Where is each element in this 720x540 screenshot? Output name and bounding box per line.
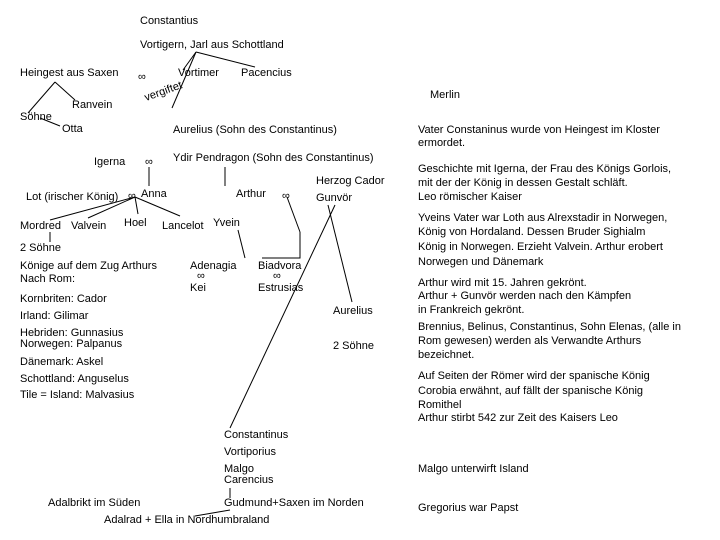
list-item: Norwegen: Palpanus [20, 338, 123, 350]
note-line: Arthur wird mit 15. Jahren gekrönt. [418, 277, 587, 289]
note-6: Malgo unterwirft Island [418, 463, 529, 475]
line-gunvor-aurelius [327, 204, 353, 303]
name-hoel: Hoel [124, 217, 147, 229]
list-item: Hebriden: Gunnasius [20, 327, 124, 339]
name-ranvein: Ranvein [72, 99, 113, 111]
list-item: Carencius [224, 474, 274, 486]
name-heingest: Heingest aus Saxen [20, 67, 119, 79]
note-line: Rom gewesen) werden als Verwandte Arthur… [418, 335, 642, 347]
label-gudmund: Gudmund+Saxen im Norden [224, 497, 364, 509]
note-line: Vater Constaninus wurde von Heingest im … [418, 124, 660, 136]
label-koenige-zug: Könige auf dem Zug Arthurs [20, 260, 157, 272]
name-ydir-pendragon: Ydir Pendragon (Sohn des Constantinus) [173, 152, 374, 164]
line-gudmund-adalrad [194, 509, 231, 517]
marriage-symbol-lot: ∞ [128, 190, 136, 202]
name-aurelius-2: Aurelius [333, 305, 373, 317]
note-line: Yveins Vater war Loth aus Alrexstadir in… [418, 212, 668, 224]
label-soehne: Söhne [20, 111, 52, 123]
line-anna-lancelot [134, 196, 181, 217]
line-vortigern-pacencius [195, 51, 256, 68]
name-vortimer: Vortimer [178, 67, 219, 79]
label-adalrad: Adalrad + Ella in Nordhumbraland [104, 514, 270, 526]
line-heingest-ranvein [54, 81, 76, 101]
note-line: bezeichnet. [418, 349, 475, 361]
note-line: Arthur stirbt 542 zur Zeit des Kaisers L… [418, 412, 618, 424]
label-zwei-soehne: 2 Söhne [20, 242, 61, 254]
marriage-symbol-igerna: ∞ [145, 156, 153, 168]
name-anna: Anna [141, 188, 167, 200]
label-adalbrikt: Adalbrikt im Süden [48, 497, 141, 509]
list-item: Dänemark: Askel [20, 356, 104, 368]
note-line: Brennius, Belinus, Constantinus, Sohn El… [418, 321, 681, 333]
line-vortigern-ranvein [171, 51, 197, 109]
line-arthur-biadvora [262, 232, 301, 259]
name-otta: Otta [62, 123, 83, 135]
note-line: Leo römischer Kaiser [418, 191, 522, 203]
line-anna-mordred [49, 196, 136, 221]
name-pacencius: Pacencius [241, 67, 292, 79]
name-biadvora: Biadvora [258, 260, 302, 272]
line-heingest-soehne [27, 81, 56, 114]
name-constantius: Constantius [140, 15, 199, 27]
name-igerna: Igerna [94, 156, 126, 168]
name-lancelot: Lancelot [162, 220, 204, 232]
marriage-symbol-biadvora: ∞ [273, 270, 281, 282]
name-estrusias: Estrusias [258, 282, 304, 294]
list-item: Tile = Island: Malvasius [20, 389, 135, 401]
marriage-symbol-adenagia: ∞ [197, 270, 205, 282]
note-merlin: Merlin [430, 89, 460, 101]
line-arthur-descent [286, 196, 301, 233]
note-line: Corobia erwähnt, auf fällt der spanische… [418, 385, 644, 397]
line-yvein-adenagia [237, 229, 246, 259]
marriage-symbol-arthur: ∞ [282, 190, 290, 202]
line-vortigern-heingest-marriage [182, 51, 197, 71]
name-mordred: Mordred [20, 220, 61, 232]
list-item: Vortiporius [224, 446, 276, 458]
note-line: König in Norwegen. Erzieht Valvein. Arth… [418, 241, 663, 253]
name-kei: Kei [190, 282, 206, 294]
name-vortigern: Vortigern, Jarl aus Schottland [140, 39, 284, 51]
note-line: Romithel [418, 399, 462, 411]
name-yvein: Yvein [213, 217, 240, 229]
name-gunvor: Gunvör [316, 192, 353, 204]
list-item: Schottland: Anguselus [20, 373, 129, 385]
note-line: in Frankreich gekrönt. [418, 304, 525, 316]
line-soehne-otta [39, 117, 61, 127]
note-7: Gregorius war Papst [418, 502, 519, 514]
name-adenagia: Adenagia [190, 260, 237, 272]
note-line: Auf Seiten der Römer wird der spanische … [418, 370, 650, 382]
name-aurelius-son: Aurelius (Sohn des Constantinus) [173, 124, 337, 136]
note-line: König von Hordaland. Dessen Bruder Sighi… [418, 226, 646, 238]
name-herzog-cador: Herzog Cador [316, 175, 385, 187]
note-line: Geschichte mit Igerna, der Frau des Köni… [418, 163, 672, 175]
list-item: Constantinus [224, 429, 289, 441]
line-gunvor-constantinus [229, 204, 336, 429]
name-lot: Lot (irischer König) [26, 191, 119, 203]
line-anna-valvein [87, 196, 136, 219]
line-anna-hoel [134, 196, 139, 215]
marriage-symbol-heingest: ∞ [138, 71, 146, 83]
name-valvein: Valvein [71, 220, 107, 232]
list-item: Malgo [224, 463, 254, 475]
label-nach-rom: Nach Rom: [20, 273, 76, 285]
list-item: Irland: Gilimar [20, 310, 89, 322]
name-arthur: Arthur [236, 188, 266, 200]
list-item: Kornbriten: Cador [20, 293, 107, 305]
note-line: mit der der König in dessen Gestalt schl… [418, 177, 628, 189]
note-line: ermordet. [418, 137, 466, 149]
note-line: Arthur + Gunvör werden nach den Kämpfen [418, 290, 632, 302]
note-line: Norwegen und Dänemark [418, 256, 544, 268]
label-zwei-soehne-2: 2 Söhne [333, 340, 374, 352]
